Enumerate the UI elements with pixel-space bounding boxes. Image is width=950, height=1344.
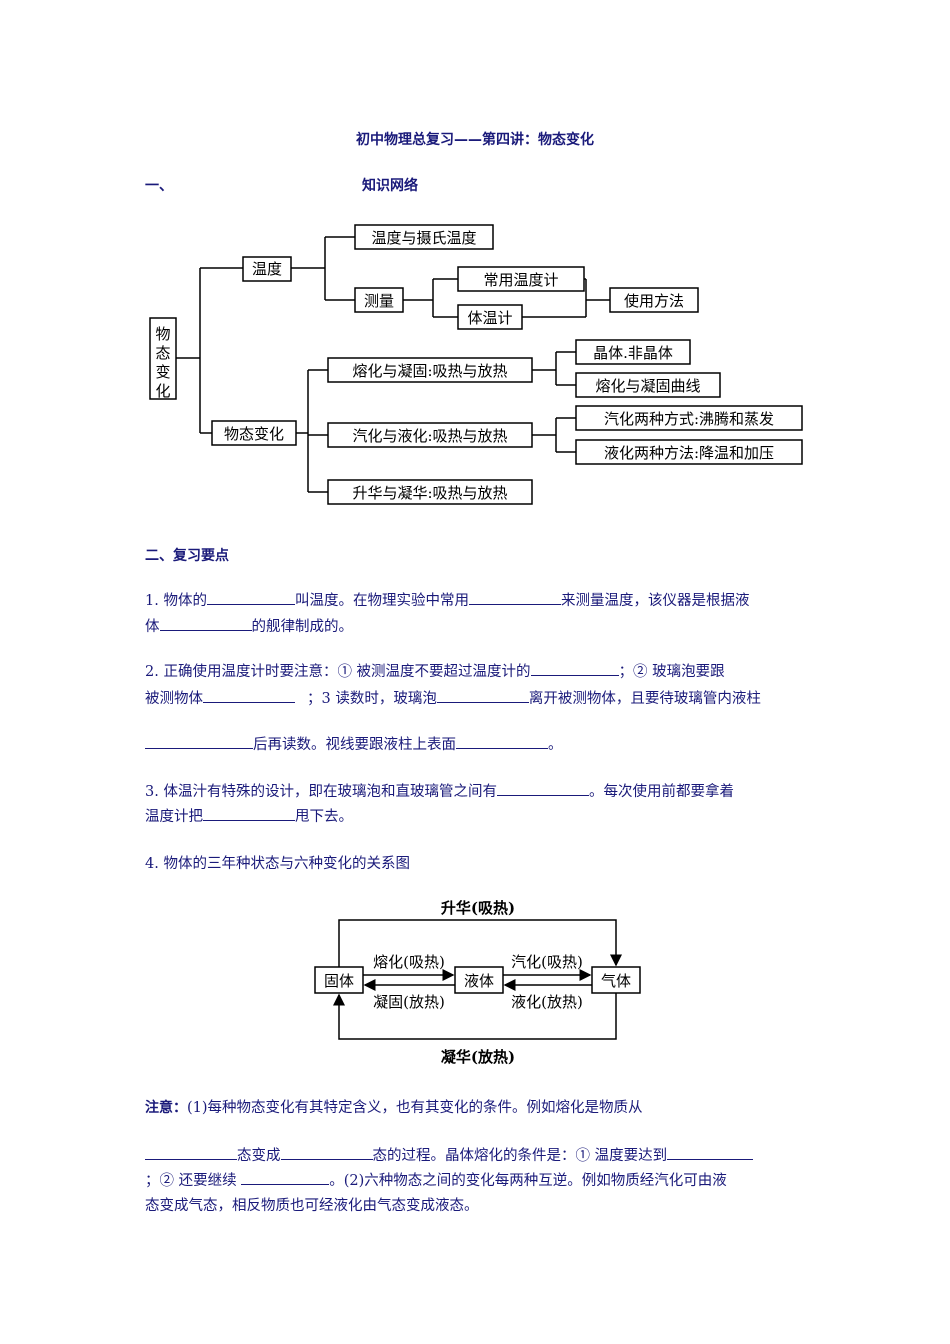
q2-text-c: 被测物体 <box>145 691 203 707</box>
root-char-1: 物 <box>155 325 170 343</box>
q1-blank-1[interactable] <box>206 586 295 605</box>
note-blank-4[interactable] <box>241 1166 330 1185</box>
q3-text-a: 3. 体温汁有特殊的设计，即在玻璃泡和直玻璃管之间有 <box>145 784 497 800</box>
note-label: 注意： <box>145 1100 187 1116</box>
section1-number: 一、 <box>145 178 173 194</box>
question-2-line-2: 被测物体 ；3 读数时，玻璃泡 离开被测物体，且要待玻璃管内液柱 <box>145 684 761 713</box>
q3-blank-1[interactable] <box>496 777 589 796</box>
ninghua-label: 凝华(放热) <box>441 1048 515 1066</box>
node-wendu-sheshi: 温度与摄氏温度 <box>371 229 476 247</box>
q3-blank-2[interactable] <box>203 802 295 821</box>
node-qihua: 汽化与液化:吸热与放热 <box>352 427 507 445</box>
question-4-line-1: 4. 物体的三年种状态与六种变化的关系图 <box>145 856 410 872</box>
note-text-a: (1)每种物态变化有其特定含义，也有其变化的条件。例如熔化是物质从 <box>187 1100 643 1116</box>
root-char-2: 态 <box>155 344 170 362</box>
q2-blank-2[interactable] <box>203 684 295 703</box>
section2-heading: 二、复习要点 <box>145 548 229 564</box>
yehua-label: 液化(放热) <box>511 993 583 1011</box>
q1-blank-2[interactable] <box>468 586 561 605</box>
ronghua-label: 熔化(吸热) <box>373 953 445 971</box>
section1-heading: 知识网络 <box>362 178 418 194</box>
q3-text-d: 甩下去。 <box>295 809 353 825</box>
liquid-label: 液体 <box>464 972 494 990</box>
q2-blank-1[interactable] <box>530 657 619 676</box>
solid-label: 固体 <box>324 972 354 990</box>
node-shiyong: 使用方法 <box>624 292 684 310</box>
node-celiang: 测量 <box>364 292 394 310</box>
q2-blank-5[interactable] <box>456 730 548 749</box>
q2-text-e: 离开被测物体，且要待玻璃管内液柱 <box>528 691 761 707</box>
question-3-line-1: 3. 体温汁有特殊的设计，即在玻璃泡和直玻璃管之间有 。每次使用前都要拿着 <box>145 777 734 806</box>
question-1-line-2: 体 的舰律制成的。 <box>145 612 353 641</box>
q2-blank-4[interactable] <box>145 730 253 749</box>
q2-text-g: 。 <box>548 737 563 753</box>
knowledge-network-diagram: 物 态 变 化 温度 温度与摄氏温度 测量 常用温度计 体温计 使用方法 物态变… <box>149 224 803 505</box>
node-tiwenji: 体温计 <box>467 309 512 327</box>
note-text-c: 态的过程。晶体熔化的条件是：① 温度要达到 <box>372 1148 668 1164</box>
question-2-line-3: 后再读数。视线要跟液柱上表面 。 <box>145 730 563 759</box>
q3-text-b: 。每次使用前都要拿着 <box>588 784 734 800</box>
q2-text-a: 2. 正确使用温度计时要注意：① 被测温度不要超过温度计的 <box>145 664 531 680</box>
note-text-e: 。(2)六种物态之间的变化每两种互逆。例如物质经汽化可由液 <box>329 1173 727 1189</box>
shenghua-label: 升华(吸热) <box>441 899 515 917</box>
node-wutai: 物态变化 <box>224 425 284 443</box>
question-1-line-1: 1. 物体的 叫温度。在物理实验中常用 来测量温度，该仪器是根据液 <box>145 586 749 615</box>
note-line-2: 态变成 态的过程。晶体熔化的条件是：① 温度要达到 <box>145 1141 754 1170</box>
node-changyong: 常用温度计 <box>483 271 558 289</box>
note-text-d: ；② 还要继续 <box>145 1173 242 1189</box>
q1-text-a: 1. 物体的 <box>145 593 207 609</box>
q2-text-f: 后再读数。视线要跟液柱上表面 <box>253 737 456 753</box>
q2-text-d: ；3 读数时，玻璃泡 <box>307 691 437 707</box>
q1-text-e: 的舰律制成的。 <box>251 619 354 635</box>
node-shenghua: 升华与凝华:吸热与放热 <box>352 484 507 502</box>
node-yehua-fangfa: 液化两种方法:降温和加压 <box>604 444 774 462</box>
root-char-4: 化 <box>155 382 170 400</box>
qihua-label: 汽化(吸热) <box>511 953 583 971</box>
note-line-4: 态变成气态，相反物质也可经液化由气态变成液态。 <box>145 1198 479 1214</box>
q1-text-c: 来测量温度，该仪器是根据液 <box>560 593 750 609</box>
question-3-line-2: 温度计把 甩下去。 <box>145 802 353 831</box>
note-line-3: ；② 还要继续 。(2)六种物态之间的变化每两种互逆。例如物质经汽化可由液 <box>145 1166 727 1195</box>
q2-text-b: ；② 玻璃泡要跟 <box>618 664 725 680</box>
node-quxian: 熔化与凝固曲线 <box>595 377 700 395</box>
note-blank-1[interactable] <box>145 1141 237 1160</box>
node-qihua-fangshi: 汽化两种方式:沸腾和蒸发 <box>604 410 774 428</box>
state-change-diagram: 固体 液体 气体 升华(吸热) 凝华(放热) 熔化(吸热) 凝固(放热) 汽化(… <box>314 899 641 1066</box>
node-jingti: 晶体.非晶体 <box>593 344 673 362</box>
q2-blank-3[interactable] <box>436 684 529 703</box>
node-ronghua: 熔化与凝固:吸热与放热 <box>352 362 507 380</box>
node-wendu: 温度 <box>252 260 282 278</box>
note-blank-3[interactable] <box>667 1141 754 1160</box>
page-title: 初中物理总复习——第四讲：物态变化 <box>356 132 594 148</box>
question-2-line-1: 2. 正确使用温度计时要注意：① 被测温度不要超过温度计的 ；② 玻璃泡要跟 <box>145 657 725 686</box>
ninggu-label: 凝固(放热) <box>373 993 445 1011</box>
note-blank-2[interactable] <box>280 1141 373 1160</box>
liquid-box <box>454 966 504 994</box>
q1-text-b: 叫温度。在物理实验中常用 <box>294 593 469 609</box>
q3-text-c: 温度计把 <box>145 809 203 825</box>
q1-blank-3[interactable] <box>159 612 252 631</box>
note-text-b: 态变成 <box>237 1148 281 1164</box>
note-line-1: 注意：(1)每种物态变化有其特定含义，也有其变化的条件。例如熔化是物质从 <box>145 1094 643 1122</box>
gas-label: 气体 <box>601 972 631 990</box>
root-char-3: 变 <box>155 363 170 381</box>
q1-text-d: 体 <box>145 619 160 635</box>
